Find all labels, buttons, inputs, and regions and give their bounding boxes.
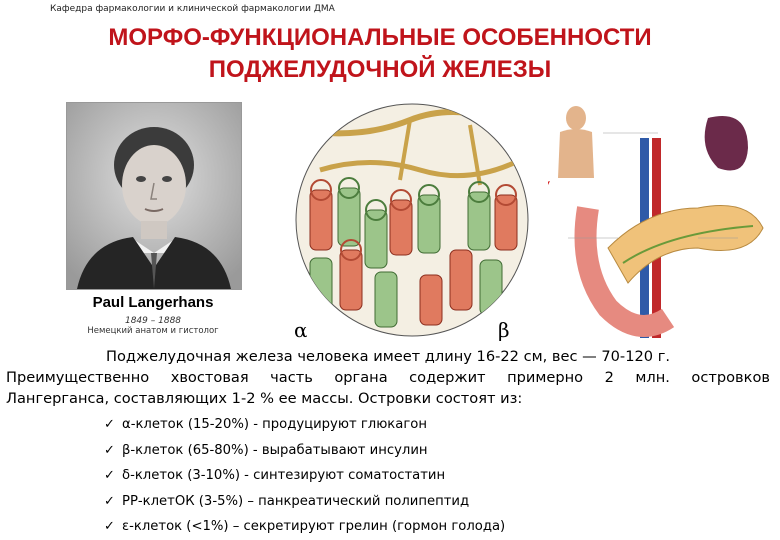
check-icon: ✓: [104, 468, 115, 483]
cell-delta-text: δ-клеток (3-10%) - синтезируют соматоста…: [122, 468, 446, 483]
list-item: ✓ ε-клеток (<1%) – секретируют грелин (го…: [104, 514, 505, 540]
body-line-3: Лангерганса, составляющих 1-2 % ее массы…: [6, 390, 523, 407]
body-line-1: Поджелудочная железа человека имеет длин…: [105, 348, 670, 365]
check-icon: ✓: [104, 442, 115, 458]
scientist-name: Paul Langerhans: [92, 294, 214, 311]
cell-beta-text: β-клеток (65-80%) - вырабатывают инсулин: [122, 442, 428, 458]
list-item: ✓ β-клеток (65-80%) - вырабатывают инсули…: [104, 438, 505, 464]
langerhans-portrait: [66, 102, 242, 290]
cell-types-list: ✓ α-клеток (15-20%) - продуцируют глюкаго…: [104, 412, 505, 540]
portrait-image: [67, 103, 241, 289]
body-line-2: Преимущественно хвостовая часть органа с…: [6, 369, 770, 386]
cell-epsilon-text: ε-клеток (<1%) – секретируют грелин (гор…: [122, 519, 506, 534]
scientist-years: 1849 – 1888: [124, 316, 182, 326]
beta-label: β: [498, 318, 510, 342]
slide-title: МОРФО-ФУНКЦИОНАЛЬНЫЕ ОСОБЕННОСТИ ПОДЖЕЛУ…: [0, 22, 760, 86]
islet-illustration: [280, 100, 545, 345]
check-icon: ✓: [104, 417, 115, 432]
cell-pp-text: РР-клетОК (3-5%) – панкреатический полип…: [122, 493, 470, 509]
scientist-role: Немецкий анатом и гистолог: [87, 326, 219, 336]
title-line-1: МОРФО-ФУНКЦИОНАЛЬНЫЕ ОСОБЕННОСТИ: [108, 24, 652, 51]
check-icon: ✓: [104, 519, 115, 534]
list-item: ✓ α-клеток (15-20%) - продуцируют глюкаго…: [104, 412, 505, 438]
body-paragraph: Поджелудочная железа человека имеет длин…: [6, 346, 770, 409]
anatomy-image: [521, 98, 770, 342]
islet-image: [295, 103, 529, 337]
list-item: ✓ РР-клетОК (3-5%) – панкреатический поли…: [104, 489, 505, 515]
cell-alpha-text: α-клеток (15-20%) - продуцируют глюкагон: [122, 417, 427, 432]
list-item: ✓ δ-клеток (3-10%) - синтезируют соматост…: [104, 463, 505, 489]
alpha-label: α: [294, 318, 308, 342]
department-header: Кафедра фармакологии и клинической фарма…: [50, 4, 335, 14]
title-line-2: ПОДЖЕЛУДОЧНОЙ ЖЕЛЕЗЫ: [208, 56, 552, 83]
pancreas-anatomy-illustration: [521, 98, 770, 342]
check-icon: ✓: [104, 493, 115, 509]
